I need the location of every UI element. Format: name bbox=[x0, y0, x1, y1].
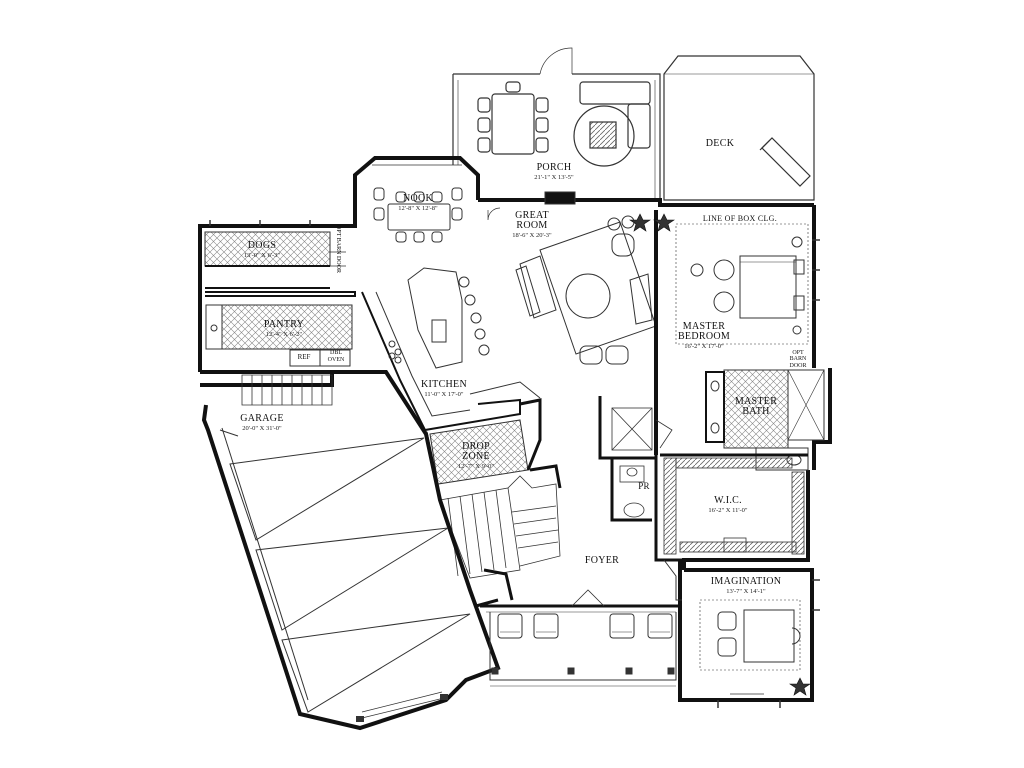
center-hall bbox=[598, 396, 808, 562]
label-pantry: PANTRY 12'-4" X 6'-2" bbox=[263, 319, 305, 338]
label-imagination: IMAGINATION 13'-7" X 14'-1" bbox=[710, 576, 782, 595]
master-bedroom bbox=[654, 210, 809, 455]
label-garage: GARAGE 20'-0" X 31'-0" bbox=[240, 413, 284, 432]
closet-and-pr bbox=[611, 407, 805, 555]
great-room bbox=[487, 191, 657, 365]
label-dbl-oven: DBL OVEN bbox=[327, 350, 345, 363]
porch bbox=[452, 47, 661, 200]
label-dogs: DOGS 13'-0" X 6'-3" bbox=[243, 240, 281, 259]
label-porch: PORCH 21'-1" X 13'-5" bbox=[534, 162, 574, 181]
garage bbox=[201, 370, 501, 731]
nook bbox=[372, 164, 463, 243]
label-pr: PR bbox=[638, 481, 650, 491]
deck bbox=[663, 55, 815, 201]
imagination bbox=[699, 599, 801, 695]
stairs bbox=[439, 464, 562, 579]
label-opt-barn-door-1: OPT BARN DOOR bbox=[335, 225, 341, 273]
label-kitchen: KITCHEN 11'-0" X 17'-0" bbox=[421, 379, 467, 398]
master-bath bbox=[705, 369, 825, 471]
label-nook: NOOK 12'-8" X 12'-8" bbox=[398, 193, 438, 212]
kitchen bbox=[361, 267, 541, 432]
dogs-pantry bbox=[204, 231, 356, 406]
label-opt-barn-door-2: OPT BARN DOOR bbox=[789, 350, 807, 369]
label-foyer: FOYER bbox=[584, 555, 620, 566]
foyer bbox=[475, 559, 682, 687]
label-deck: DECK bbox=[705, 138, 735, 149]
label-line-box: LINE OF BOX CLG. bbox=[702, 214, 778, 223]
window-marks bbox=[209, 220, 820, 708]
plants bbox=[629, 213, 811, 696]
label-wic: W.I.C. 16'-2" X 11'-0" bbox=[708, 495, 748, 514]
label-ref: REF bbox=[297, 353, 311, 361]
